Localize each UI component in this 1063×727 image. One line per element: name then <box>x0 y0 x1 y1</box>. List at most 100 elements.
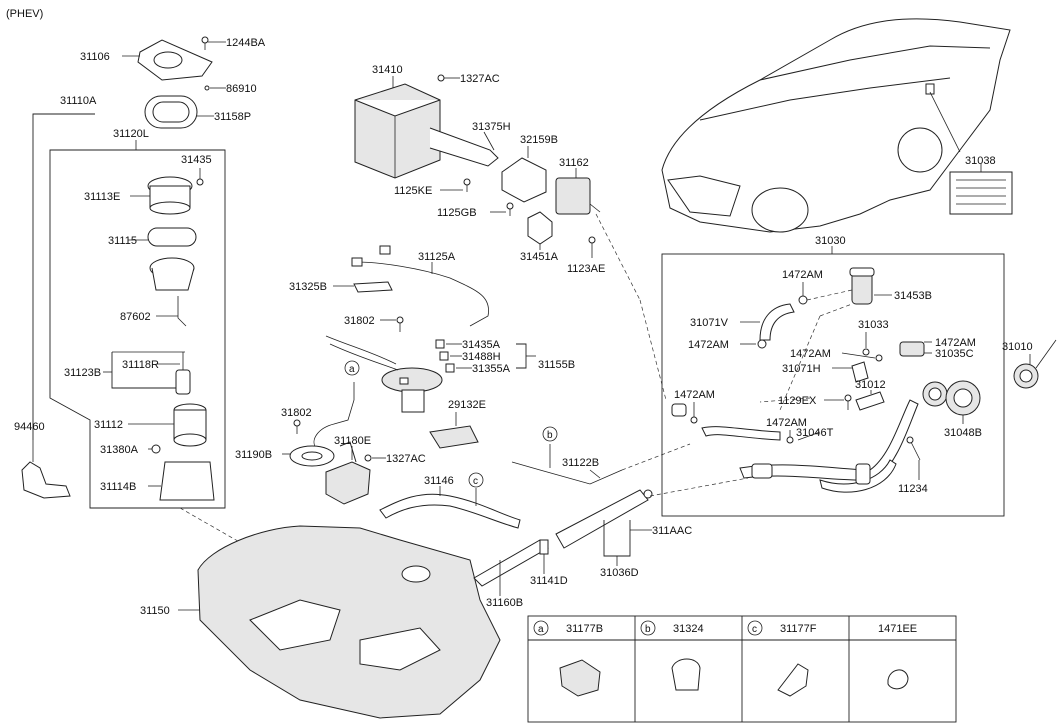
fuel-sender-31155B <box>325 335 443 413</box>
bracket-32159B <box>501 157 547 203</box>
wire-harness-31125A <box>355 261 490 327</box>
sensor-94460 <box>21 461 71 499</box>
callout-31115: 31115 <box>108 235 137 247</box>
callout-87602: 87602 <box>120 311 151 323</box>
wire-87602 <box>177 296 187 327</box>
callout-31150: 31150 <box>140 605 170 617</box>
callout-31046T: 31046T <box>796 427 834 439</box>
callout-86910: 86910 <box>226 83 257 95</box>
callout-31180E: 31180E <box>334 435 371 447</box>
svg-text:31177B: 31177B <box>566 623 603 635</box>
fuel-filter-31112 <box>173 403 207 447</box>
pump-cover-plate <box>137 39 213 81</box>
legend-cell-a: a 31177B <box>533 620 603 697</box>
callout-311AAC: 311AAC <box>652 525 692 537</box>
callout-31071H: 31071H <box>782 363 821 375</box>
callout-1244BA: 1244BA <box>226 37 266 49</box>
svg-text:31177F: 31177F <box>780 623 817 635</box>
callout-1125GB: 1125GB <box>437 207 477 219</box>
fuel-cap-31010 <box>1013 339 1057 389</box>
clip-31435A <box>435 339 445 349</box>
filler-ring-31048B <box>945 380 981 416</box>
svg-text:1471EE: 1471EE <box>878 623 917 635</box>
bolt-31802-left <box>293 419 301 434</box>
label-sticker-31038 <box>949 171 1013 215</box>
wire-31122B <box>511 461 623 485</box>
callout-31030: 31030 <box>815 235 846 247</box>
svg-text:c: c <box>752 624 757 635</box>
callout-1472AM-d: 1472AM <box>790 348 831 360</box>
callout-31125A: 31125A <box>418 251 456 263</box>
callout-1472AM-a: 1472AM <box>782 269 823 281</box>
marker-c: c <box>468 472 484 488</box>
callout-31110A: 31110A <box>60 95 97 107</box>
svg-text:31324: 31324 <box>673 623 704 635</box>
callout-31120L: 31120L <box>113 128 149 140</box>
callout-11234: 11234 <box>898 483 928 495</box>
clamp-1472AM-a <box>798 295 808 305</box>
marker-a: a <box>344 360 360 376</box>
callout-1123AE: 1123AE <box>567 263 605 275</box>
legend-table: a 31177B b 31324 c 31177F 1471EE <box>527 615 957 723</box>
clip-31380A <box>151 444 161 454</box>
clip-31488H <box>439 351 449 361</box>
callout-31118R: 31118R <box>122 359 159 371</box>
hose-31071V <box>759 303 795 341</box>
pump-motor-31118R <box>175 352 191 395</box>
clip-31355A <box>445 363 455 373</box>
callout-94460: 94460 <box>14 421 45 433</box>
filter-31453B <box>849 267 875 305</box>
callout-31802-top: 31802 <box>344 315 375 327</box>
clamp-1472AM-c <box>862 348 870 356</box>
hose-31146 <box>379 493 521 529</box>
hose-31071H <box>851 361 869 383</box>
callout-31122B: 31122B <box>562 457 599 469</box>
valve-31035C <box>899 341 925 357</box>
bolt-1125GB <box>506 202 514 216</box>
sender-plate-31190B <box>289 445 335 467</box>
callout-31488H: 31488H <box>462 351 501 363</box>
callout-31451A: 31451A <box>520 251 559 263</box>
variant-label: (PHEV) <box>6 8 43 20</box>
gasket-31158P <box>144 95 198 129</box>
clamp-1472AM-d <box>875 354 883 362</box>
bracket-31451A <box>527 211 553 245</box>
callout-31112: 31112 <box>94 419 123 431</box>
callout-1327AC-top: 1327AC <box>460 73 500 85</box>
callout-29132E: 29132E <box>448 399 486 411</box>
oring-31115 <box>147 227 197 247</box>
bolt-1123AE <box>588 236 596 244</box>
fuel-tank-31150 <box>197 525 501 719</box>
callout-31435: 31435 <box>181 154 212 166</box>
pump-flange-31113E <box>147 176 204 215</box>
callout-31123B: 31123B <box>64 367 101 379</box>
pump-reservoir-top <box>149 257 195 291</box>
callout-31010: 31010 <box>1002 341 1033 353</box>
legend-cell-1471EE: 1471EE <box>878 623 917 690</box>
callout-32159B: 32159B <box>520 134 558 146</box>
callout-31146: 31146 <box>424 475 454 487</box>
callout-31071V: 31071V <box>690 317 729 329</box>
callout-31453B: 31453B <box>894 290 932 302</box>
callout-31190B: 31190B <box>235 449 272 461</box>
bolt-1125KE <box>463 178 471 192</box>
callout-31802-left: 31802 <box>281 407 312 419</box>
callout-31113E: 31113E <box>84 191 120 203</box>
connector-31125A-top <box>379 245 391 255</box>
callout-31410: 31410 <box>372 64 403 76</box>
bolt-1244BA <box>201 36 209 50</box>
callout-1472AM-f: 1472AM <box>766 417 807 429</box>
callout-1472AM-e: 1472AM <box>674 389 715 401</box>
legend-cell-b: b 31324 <box>640 620 704 691</box>
callout-31155B: 31155B <box>538 359 575 371</box>
callout-31375H: 31375H <box>472 121 511 133</box>
bolt-1129EX <box>844 394 852 410</box>
clamp-1472AM-f <box>786 436 794 444</box>
bolt-1327AC-top <box>437 74 445 82</box>
callout-31012: 31012 <box>855 379 886 391</box>
canister-31410 <box>354 83 499 179</box>
callout-31380A: 31380A <box>100 444 139 456</box>
callout-31435A: 31435A <box>462 339 501 351</box>
protector-31325B <box>353 281 393 293</box>
